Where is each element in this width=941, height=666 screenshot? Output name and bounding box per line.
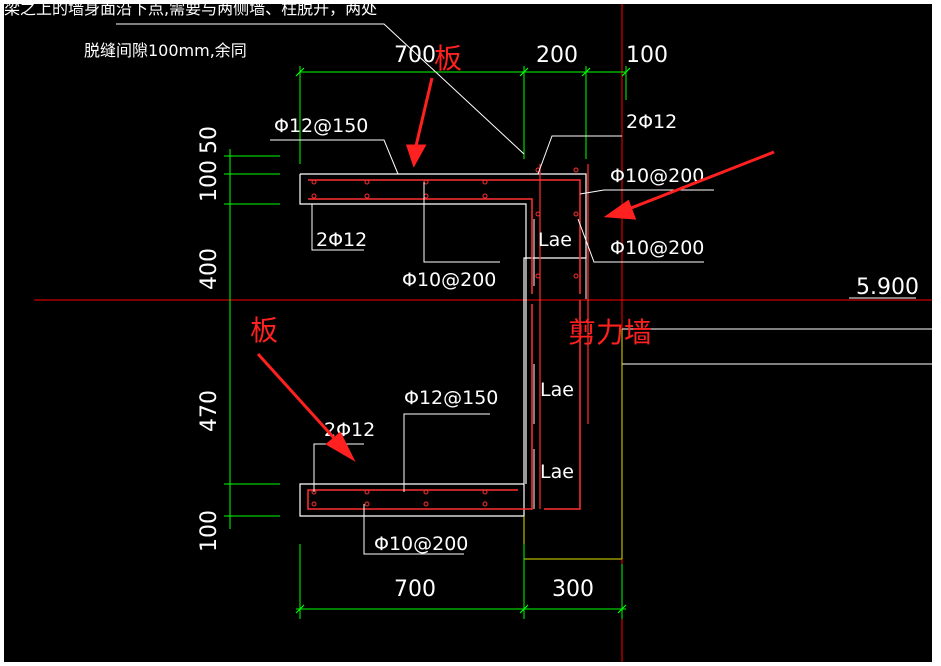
lae-label-2: Lae [540,379,574,401]
note-line-1: 梁之上的墙身面沿下点,需要与两侧墙、柱脱开，两处 [4,4,377,18]
dim-left-400: 400 [197,248,222,290]
label-top-slab-corner: 2Φ12 [626,111,677,133]
label-wall-right-1: Φ10@200 [610,165,704,187]
dim-bottom-300: 300 [552,577,594,602]
annotation-slab-top: 板 [434,42,462,75]
dim-top-700: 700 [394,43,436,68]
dim-left-50: 50 [197,126,222,154]
lae-label-3: Lae [540,461,574,483]
label-bottom-slab-main: Φ12@150 [404,387,498,409]
annotation-shear-wall: 剪力墙 [568,316,652,349]
label-bottom-slab-top: 2Φ12 [324,419,375,441]
section-drawing: 5.900 [4,0,932,662]
dimension-ticks [295,67,631,614]
lae-label-1: Lae [538,229,572,251]
label-wall-right-2: Φ10@200 [610,237,704,259]
label-top-slab-main: Φ12@150 [274,115,368,137]
elevation-text: 5.900 [856,275,919,300]
drawing-area: 5.900 [4,0,932,662]
rebar-wall-right [544,300,581,510]
label-top-slab-dist: Φ10@200 [402,269,496,291]
dim-left-100: 100 [197,160,222,202]
dim-bottom-700: 700 [394,577,436,602]
rebar-dots [311,167,579,507]
dimension-lines [224,66,627,619]
note-line-2: 脱缝间隙100mm,余同 [84,41,247,60]
note-leader [116,23,525,155]
label-top-slab-bottom: 2Φ12 [316,229,367,251]
rebar-top-slab [308,179,581,294]
label-bottom-slab-dist: Φ10@200 [374,533,468,555]
rebar-top-slab-bottom [308,198,533,294]
dim-left-470: 470 [197,390,222,432]
annotation-arrows [256,77,775,462]
annotation-slab-bottom: 板 [250,314,278,347]
concrete-outline [299,173,587,517]
rebar-wall-left [307,304,533,510]
dim-top-100: 100 [626,43,668,68]
dim-top-200: 200 [536,43,578,68]
dim-left-100b: 100 [197,510,222,552]
